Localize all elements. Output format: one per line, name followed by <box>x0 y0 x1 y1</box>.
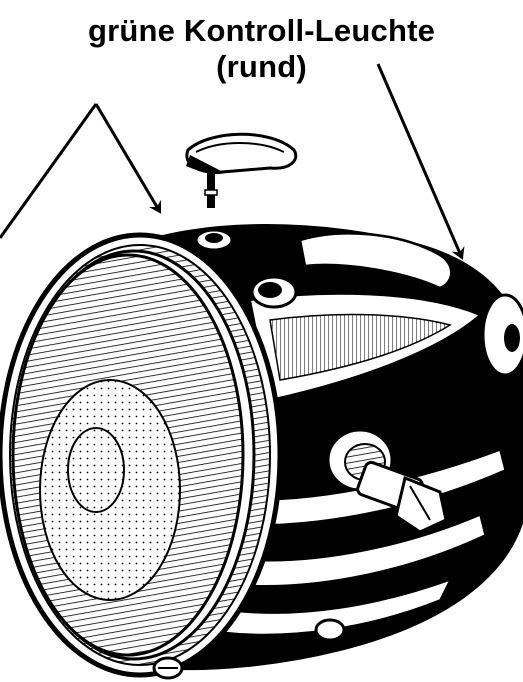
arrow-to-top-lamp <box>96 104 160 212</box>
arrow-left-branch <box>0 104 96 238</box>
arrow-to-rear-indicator <box>378 64 462 258</box>
ignition-key <box>186 134 296 208</box>
